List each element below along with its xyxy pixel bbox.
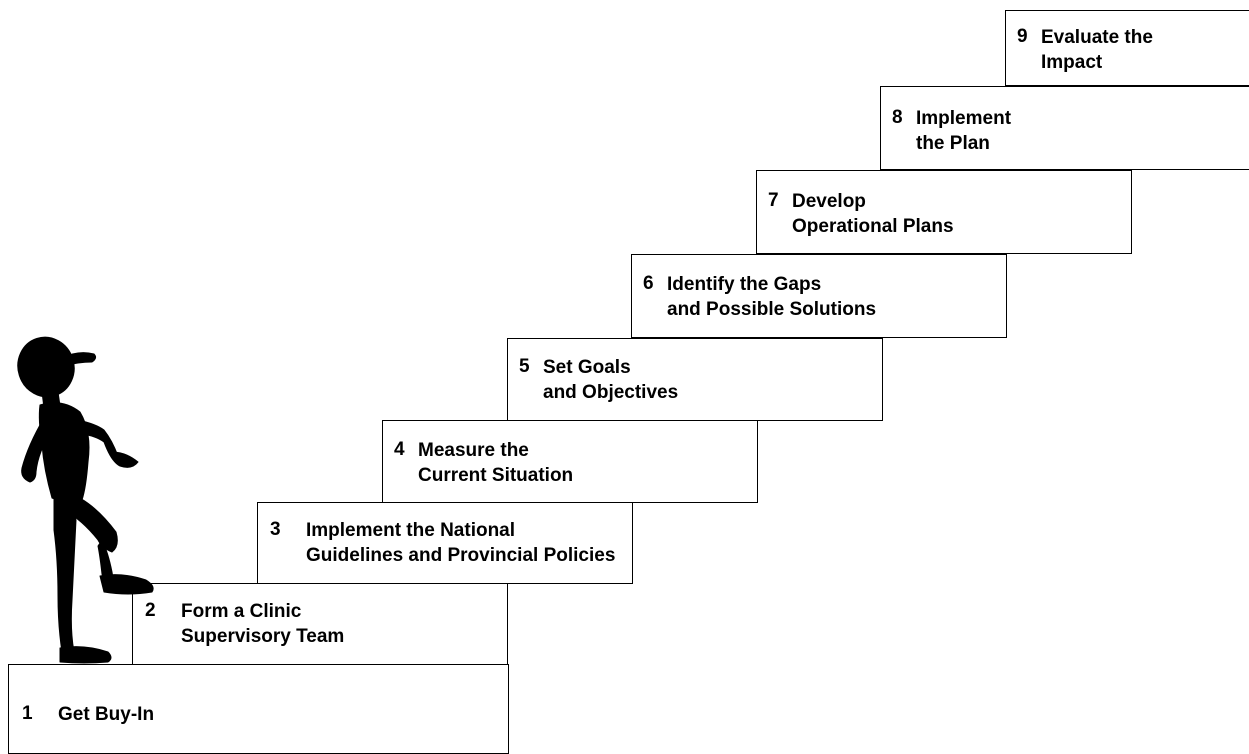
step-9-label-line-1: Evaluate the bbox=[1041, 27, 1153, 48]
step-2-label-line-2: Supervisory Team bbox=[181, 626, 345, 647]
step-8-label: Implement the Plan bbox=[916, 106, 1011, 156]
step-1-label-line-1: Get Buy-In bbox=[58, 704, 155, 725]
step-5: 5 Set Goals and Objectives bbox=[507, 338, 883, 421]
step-9-number: 9 bbox=[1017, 26, 1028, 47]
step-1-label: Get Buy-In bbox=[58, 702, 154, 727]
step-3-number: 3 bbox=[270, 519, 281, 540]
step-5-label: Set Goals and Objectives bbox=[543, 355, 678, 405]
step-8-label-line-1: Implement bbox=[916, 108, 1012, 129]
step-1-number: 1 bbox=[22, 703, 33, 724]
step-9: 9 Evaluate the Impact bbox=[1005, 10, 1249, 86]
step-5-label-line-2: and Objectives bbox=[543, 382, 679, 403]
step-1: 1 Get Buy-In bbox=[8, 664, 509, 754]
step-6-label-line-1: Identify the Gaps bbox=[667, 274, 822, 295]
step-7-label-line-2: Operational Plans bbox=[792, 216, 954, 237]
step-4-label-line-1: Measure the bbox=[418, 440, 529, 461]
step-7-number: 7 bbox=[768, 190, 779, 211]
step-3-label-line-2: Guidelines and Provincial Policies bbox=[306, 545, 616, 566]
step-4-label: Measure the Current Situation bbox=[418, 438, 573, 488]
step-6-number: 6 bbox=[643, 273, 654, 294]
step-2-number: 2 bbox=[145, 600, 156, 621]
step-7-label-line-1: Develop bbox=[792, 191, 866, 212]
step-9-label: Evaluate the Impact bbox=[1041, 25, 1153, 75]
step-6-label-line-2: and Possible Solutions bbox=[667, 299, 877, 320]
step-5-label-line-1: Set Goals bbox=[543, 357, 631, 378]
step-3-label: Implement the National Guidelines and Pr… bbox=[306, 518, 615, 568]
step-3: 3 Implement the National Guidelines and … bbox=[257, 502, 633, 584]
step-7-label: Develop Operational Plans bbox=[792, 189, 954, 239]
step-3-label-line-1: Implement the National bbox=[306, 520, 516, 541]
step-2: 2 Form a Clinic Supervisory Team bbox=[132, 583, 508, 666]
step-9-label-line-2: Impact bbox=[1041, 52, 1103, 73]
step-8: 8 Implement the Plan bbox=[880, 86, 1249, 170]
step-2-label: Form a Clinic Supervisory Team bbox=[181, 599, 344, 649]
step-6: 6 Identify the Gaps and Possible Solutio… bbox=[631, 254, 1007, 338]
step-2-label-line-1: Form a Clinic bbox=[181, 601, 302, 622]
step-6-label: Identify the Gaps and Possible Solutions bbox=[667, 272, 876, 322]
step-5-number: 5 bbox=[519, 356, 530, 377]
step-4-label-line-2: Current Situation bbox=[418, 465, 574, 486]
step-4-number: 4 bbox=[394, 439, 405, 460]
step-8-label-line-2: the Plan bbox=[916, 133, 990, 154]
step-7: 7 Develop Operational Plans bbox=[756, 170, 1132, 254]
step-4: 4 Measure the Current Situation bbox=[382, 420, 758, 503]
step-8-number: 8 bbox=[892, 107, 903, 128]
person-climbing-stairs-icon bbox=[17, 336, 154, 664]
